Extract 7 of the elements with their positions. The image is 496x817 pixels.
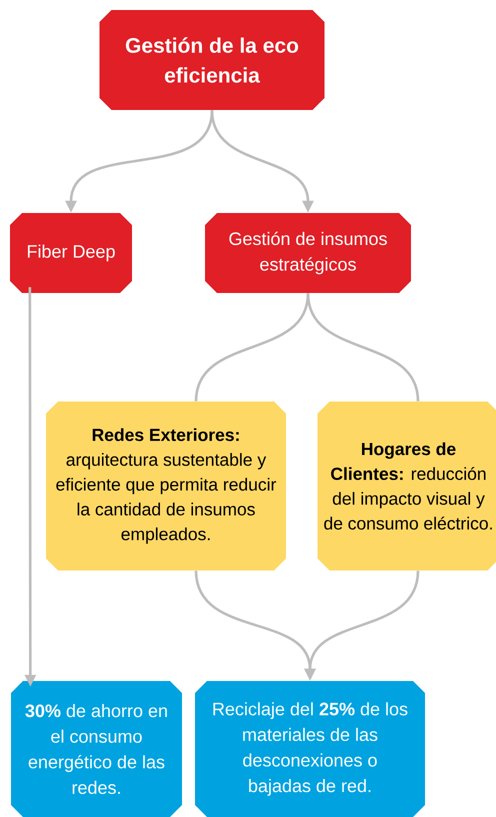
result-box: 30% de ahorro en el consumo energético de las redes.: [11, 681, 182, 817]
result-box: Reciclaje del 25% de los materiales de las desconexiones o bajadas de red.: [195, 681, 425, 817]
title-box: Gestión de la eco eficiencia: [100, 10, 324, 110]
process-box: Gestión de insumos estratégicos: [205, 213, 411, 293]
process-box: Fiber Deep: [10, 213, 132, 293]
description-box: Hogares de Clientes: reducción del impacto visual y de consumo eléctrico.: [318, 402, 496, 570]
description-box: Redes Exteriores: arquitectura sustentable y eficiente que permita reducir la cantidad de insumos empleados.: [46, 402, 286, 570]
